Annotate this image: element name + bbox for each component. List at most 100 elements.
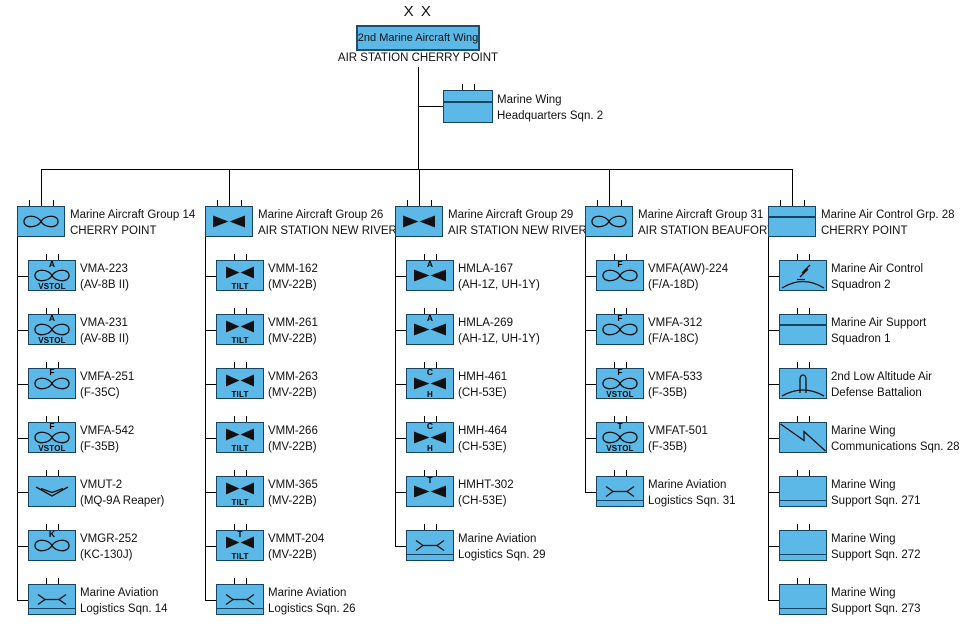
hq-squadron-label-line: Marine Wing — [497, 94, 562, 106]
unit-stub-line — [17, 275, 28, 277]
echelon-tick — [234, 308, 235, 314]
echelon-tick — [424, 416, 425, 422]
echelon-tick — [424, 308, 425, 314]
echelon-tick — [46, 578, 47, 584]
echelon-tick — [797, 470, 798, 476]
echelon-tick — [614, 470, 615, 476]
unit-stub-line — [768, 329, 779, 331]
group-label: Marine Aircraft Group 14 CHERRY POINT — [70, 207, 195, 239]
unit-stub-line — [768, 383, 779, 385]
unit-box: TILT — [216, 314, 264, 345]
unit-label-line: (AV-8B II) — [80, 278, 129, 291]
column-trunk-line — [395, 237, 396, 546]
echelon-tick — [58, 416, 59, 422]
unit-box — [779, 314, 827, 345]
echelon-tick — [431, 200, 432, 206]
unit-label-line: Marine Aviation — [458, 532, 537, 545]
hq-squadron-label-line: Headquarters Sqn. 2 — [497, 110, 604, 122]
unit-label-line: VMFA-312 — [648, 316, 703, 329]
unit-label-line: VMM-261 — [268, 316, 318, 329]
echelon-tick — [46, 524, 47, 530]
unit-label-line: (MV-22B) — [268, 494, 317, 507]
unit-label: HMLA-269(AH-1Z, UH-1Y) — [458, 315, 540, 347]
logistics-strip-icon — [29, 607, 75, 609]
echelon-tick — [217, 200, 218, 206]
echelon-tick — [229, 200, 230, 206]
echelon-tick — [424, 254, 425, 260]
echelon-tick — [58, 470, 59, 476]
echelon-tick — [46, 416, 47, 422]
unit-label-line: VMM-266 — [268, 424, 318, 437]
unit-modifier-bottom: TILT — [231, 281, 249, 291]
unit-label-line: VMUT-2 — [80, 478, 123, 491]
unit-modifier-top: A — [48, 258, 56, 269]
unit-label-line: VMM-365 — [268, 478, 318, 491]
comms-icon — [780, 423, 826, 452]
unit-stub-line — [395, 329, 406, 331]
unit-box: TILT — [216, 422, 264, 453]
unit-modifier-bottom: H — [427, 443, 433, 453]
echelon-tick — [436, 470, 437, 476]
wing-title: 2nd Marine Aircraft Wing — [357, 32, 479, 44]
unit-box — [779, 260, 827, 291]
unit-stub-line — [585, 275, 596, 277]
tiltrotor-icon — [226, 428, 254, 441]
echelon-tick — [809, 308, 810, 314]
unit-label-line: HMH-461 — [458, 370, 508, 383]
fixed-wing-icon — [602, 431, 638, 444]
unit-modifier-bottom: TILT — [231, 389, 249, 399]
echelon-tick — [46, 308, 47, 314]
echelon-tick — [809, 470, 810, 476]
echelon-tick — [597, 200, 598, 206]
echelon-tick — [626, 470, 627, 476]
unit-box — [406, 530, 454, 561]
unit-label-line: VMMT-204 — [268, 532, 325, 545]
echelon-tick — [462, 84, 463, 90]
unit-modifier-bottom: VSTOL — [38, 281, 66, 291]
unit-box — [779, 422, 827, 453]
air-defense-icon — [781, 374, 825, 397]
unit-label: VMA-223(AV-8B II) — [80, 261, 129, 293]
unit-stub-line — [395, 545, 406, 547]
unit-stub-line — [768, 491, 779, 493]
unit-label-line: Squadron 2 — [831, 278, 891, 291]
unit-label: VMM-261(MV-22B) — [268, 315, 318, 347]
unit-box — [596, 476, 644, 507]
group-label-line: CHERRY POINT — [70, 225, 157, 237]
unit-stub-line — [585, 491, 596, 493]
unit-label-line: HMHT-302 — [458, 478, 514, 491]
unit-box: A — [406, 313, 454, 345]
echelon-tick — [780, 200, 781, 206]
unit-modifier-bottom: VSTOL — [38, 335, 66, 345]
unit-modifier-bottom: VSTOL — [38, 443, 66, 453]
echelon-tick — [246, 308, 247, 314]
unit-label-line: (F/A-18D) — [648, 278, 699, 291]
echelon-tick — [58, 308, 59, 314]
unit-stub-line — [768, 599, 779, 601]
unit-label: HMLA-167(AH-1Z, UH-1Y) — [458, 261, 540, 293]
unit-box — [28, 584, 76, 615]
fixed-wing-icon — [34, 323, 70, 336]
unit-stub-line — [17, 437, 28, 439]
unit-label-line: (F-35B) — [80, 440, 119, 453]
group-drop-line — [419, 169, 420, 206]
group-label-line: Marine Aircraft Group 14 — [70, 209, 196, 221]
unit-label-line: VMFA-533 — [648, 370, 703, 383]
column-trunk-line — [205, 237, 206, 600]
logistics-strip-icon — [780, 553, 826, 555]
echelon-tick — [234, 578, 235, 584]
group-drop-line — [792, 169, 793, 206]
unit-label: VMM-365 (MV-22B) — [268, 477, 318, 509]
echelon-tick — [53, 200, 54, 206]
echelon-tick — [436, 308, 437, 314]
unit-label-line: Support Sqn. 272 — [831, 548, 921, 561]
unit-label-line: Logistics Sqn. 31 — [648, 494, 736, 507]
echelon-tick — [436, 416, 437, 422]
unit-modifier-bottom: TILT — [231, 443, 249, 453]
unit-label-line: Marine Wing — [831, 586, 896, 599]
